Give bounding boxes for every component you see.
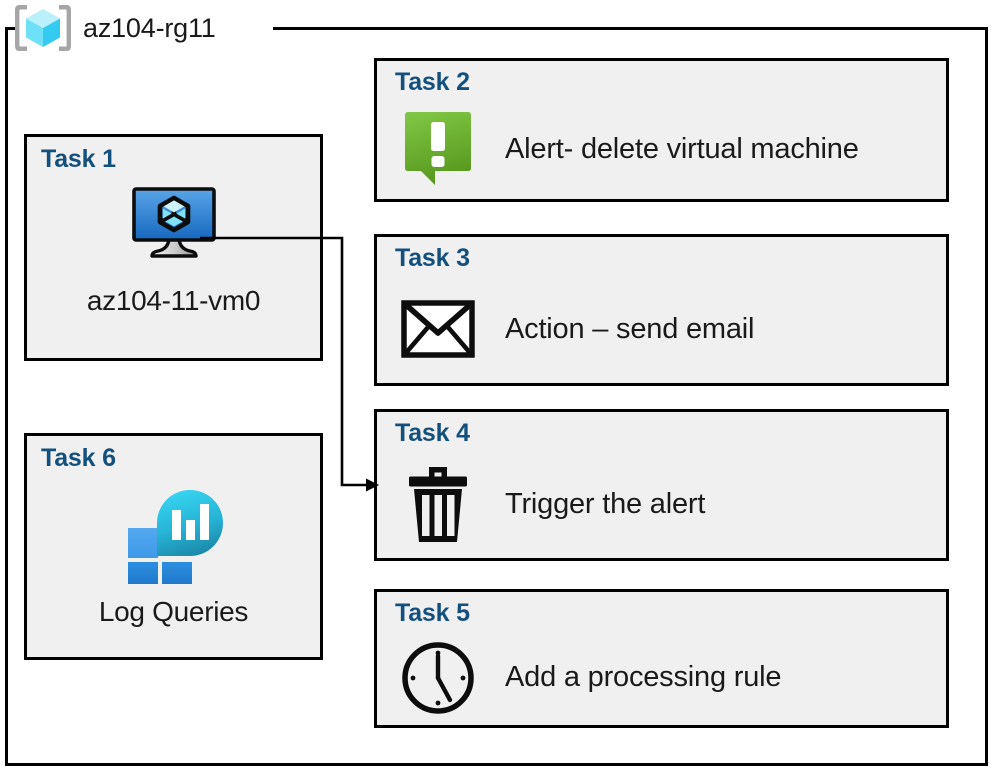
azure-resource-group-cube-icon xyxy=(13,2,73,54)
task-4-title: Task 4 xyxy=(395,419,470,447)
resource-group-name: az104-rg11 xyxy=(83,12,216,43)
task-3-row: Action – send email xyxy=(395,281,936,377)
rg-border-top-right xyxy=(273,27,988,30)
rg-border-top-left-stub xyxy=(5,27,17,30)
rg-border-right xyxy=(985,27,988,766)
task-4-row: Trigger the alert xyxy=(395,456,936,552)
task-5-title: Task 5 xyxy=(395,599,470,627)
log-analytics-icon xyxy=(122,484,226,584)
task-5-card[interactable]: Task 5 Add a processing rule xyxy=(374,589,949,728)
task-3-title: Task 3 xyxy=(395,244,470,272)
task-5-label: Add a processing rule xyxy=(505,661,782,693)
resource-group-container xyxy=(5,27,988,766)
task-6-card[interactable]: Task 6 xyxy=(24,433,323,660)
task-2-title: Task 2 xyxy=(395,68,470,96)
task-5-row: Add a processing rule xyxy=(395,636,936,719)
task-6-title: Task 6 xyxy=(41,444,116,472)
resource-group-header: az104-rg11 xyxy=(13,0,216,56)
rg-border-bottom xyxy=(5,763,988,766)
task-3-card[interactable]: Task 3 Action – send email xyxy=(374,234,949,386)
green-alert-exclamation-icon xyxy=(395,110,481,188)
task-4-card[interactable]: Task 4 Trigger the alert xyxy=(374,409,949,561)
clock-icon xyxy=(395,640,481,716)
task-2-row: Alert- delete virtual machine xyxy=(395,105,936,193)
task-1-title: Task 1 xyxy=(41,145,116,173)
task-1-card[interactable]: Task 1 xyxy=(24,134,323,361)
trash-can-icon xyxy=(395,464,481,544)
task-6-caption: Log Queries xyxy=(98,596,249,627)
task-3-label: Action – send email xyxy=(505,312,755,345)
task-2-card[interactable]: Task 2 Alert- delete virtual machine xyxy=(374,58,949,202)
task-4-label: Trigger the alert xyxy=(505,487,706,520)
rg-border-left xyxy=(5,27,8,766)
envelope-icon xyxy=(395,300,481,358)
task-1-caption: az104-11-vm0 xyxy=(86,285,261,316)
task-6-icon-wrap xyxy=(27,484,320,584)
virtual-machine-monitor-icon xyxy=(128,183,220,263)
task-1-icon-wrap xyxy=(27,183,320,263)
task-2-label: Alert- delete virtual machine xyxy=(505,132,859,165)
